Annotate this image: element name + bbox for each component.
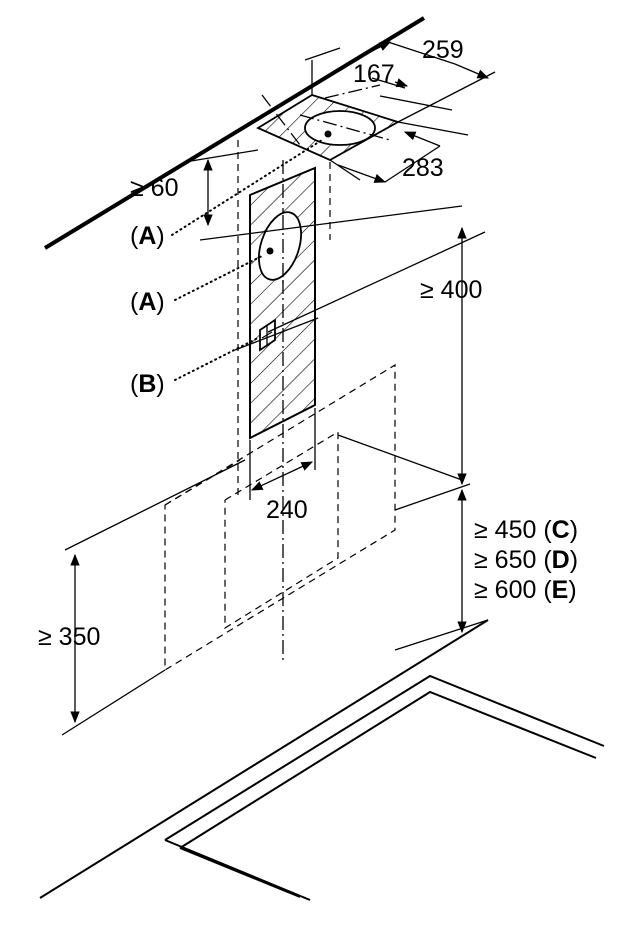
- worktop: [39, 619, 605, 901]
- dim-650-label: ≥ 650 (D): [474, 546, 578, 574]
- ceiling-cutout: [256, 94, 401, 162]
- hood-outline: [164, 363, 396, 672]
- dim-240-label: 240: [266, 496, 308, 524]
- dimension-60: ≥ 60: [130, 149, 259, 227]
- wall-guide-lines: [199, 205, 486, 481]
- dim-167-label: 167: [353, 60, 395, 88]
- dimension-hood-height: ≥ 450 (C) ≥ 650 (D) ≥ 600 (E): [394, 483, 578, 651]
- dim-60-label: ≥ 60: [130, 174, 178, 202]
- dimension-283: 283: [337, 131, 444, 183]
- dimension-350: ≥ 350: [38, 459, 246, 736]
- dimension-167: 167: [353, 60, 409, 89]
- dim-283-label: 283: [402, 154, 444, 182]
- dim-450-label: ≥ 450 (C): [474, 516, 578, 544]
- callout-b: (B): [130, 337, 259, 398]
- callout-a1: (A): [130, 222, 165, 250]
- dim-600-label: ≥ 600 (E): [474, 576, 577, 604]
- wall-mounting-panel: [249, 166, 316, 440]
- callout-a-ceiling: (A): [130, 139, 323, 250]
- dim-350-label: ≥ 350: [38, 623, 100, 651]
- dimension-400: ≥ 400: [420, 226, 482, 486]
- dim-400-label: ≥ 400: [420, 276, 482, 304]
- projection-lines: [237, 140, 331, 500]
- dimension-240: 240: [249, 408, 316, 524]
- callout-b-label: (B): [130, 370, 165, 398]
- callout-a2: (A): [130, 288, 165, 316]
- dim-259-label: 259: [422, 36, 464, 64]
- dimension-259: 259: [349, 36, 490, 79]
- callout-a-wall: (A): [130, 254, 265, 316]
- top-dimension-lines: [304, 47, 496, 181]
